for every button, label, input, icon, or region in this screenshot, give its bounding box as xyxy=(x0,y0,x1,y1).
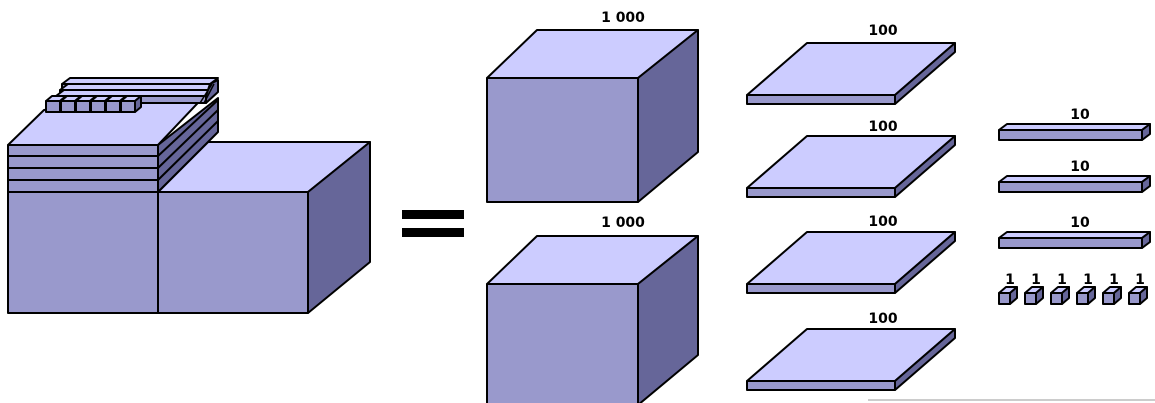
hundred-flat-2 xyxy=(746,135,956,198)
hundred-flat-1 xyxy=(746,42,956,105)
unit-cube-6 xyxy=(1128,286,1148,305)
hundred-flats: 100 100 100 100 xyxy=(746,23,956,391)
hundred-flat-4-label: 100 xyxy=(868,311,897,327)
ten-rod-3 xyxy=(998,231,1151,249)
thousand-cube-2-label: 1 000 xyxy=(601,215,645,231)
ten-rod-2 xyxy=(998,175,1151,193)
unit-cube-3 xyxy=(1050,286,1070,305)
unit-cube-2 xyxy=(1024,286,1044,305)
hundred-flat-4 xyxy=(746,328,956,391)
equals-sign xyxy=(402,210,464,237)
unit-cube-5 xyxy=(1102,286,1122,305)
hundred-flat-1-label: 100 xyxy=(868,23,897,39)
ten-rod-2-label: 10 xyxy=(1070,159,1090,175)
combined-block-stack xyxy=(7,77,371,314)
hundred-flat-2-label: 100 xyxy=(868,119,897,135)
combined-thousand-cube-left xyxy=(7,191,159,314)
unit-cube-4 xyxy=(1076,286,1096,305)
thousand-cube-1 xyxy=(486,29,699,203)
unit-cube-1-label: 1 xyxy=(1005,272,1015,288)
thousand-cube-1-label: 1 000 xyxy=(601,10,645,26)
unit-cube-4-label: 1 xyxy=(1083,272,1093,288)
ten-rod-1-label: 10 xyxy=(1070,107,1090,123)
ten-rod-1 xyxy=(998,123,1151,141)
unit-cube-1 xyxy=(998,286,1018,305)
unit-cube-5-label: 1 xyxy=(1109,272,1119,288)
unit-cube-3-label: 1 xyxy=(1057,272,1067,288)
thousand-cube-2 xyxy=(486,235,699,403)
combined-unit-cubes xyxy=(45,95,142,113)
unit-cube-6-label: 1 xyxy=(1135,272,1145,288)
hundred-flat-3-label: 100 xyxy=(868,214,897,230)
combined-unit-cube-6 xyxy=(120,95,142,113)
ten-rods: 10 10 10 xyxy=(998,107,1151,249)
ten-rod-3-label: 10 xyxy=(1070,215,1090,231)
unit-cube-2-label: 1 xyxy=(1031,272,1041,288)
combined-thousand-cube-right xyxy=(157,141,371,314)
hundred-flat-3 xyxy=(746,231,956,294)
